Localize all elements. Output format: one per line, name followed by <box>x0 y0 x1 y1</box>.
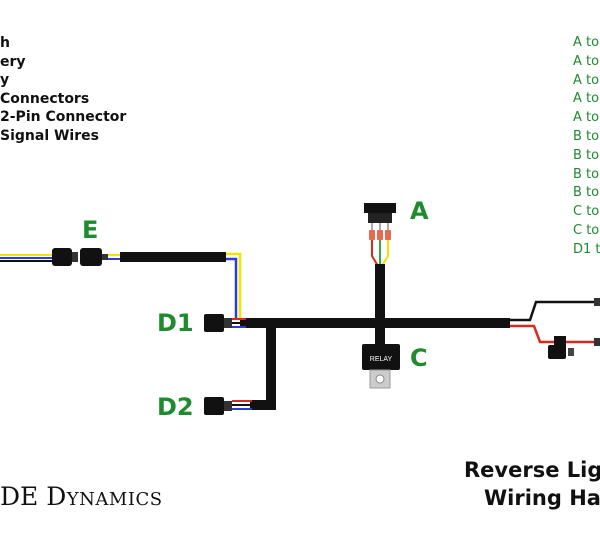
connection-item: A to <box>573 91 600 107</box>
connection-item: B to <box>573 147 600 163</box>
harness-switch-branch <box>375 264 385 364</box>
relay-c: RELAY <box>362 344 400 389</box>
title-line-1: Reverse Lig <box>464 458 600 482</box>
connector-d1 <box>204 314 246 332</box>
label-d2: D2 <box>157 393 194 421</box>
label-e: E <box>82 216 99 244</box>
connector-e <box>52 248 108 266</box>
input-wires <box>0 254 52 262</box>
fuse-holder <box>548 345 566 359</box>
relay-text: RELAY <box>370 356 393 363</box>
legend-line-4: Connectors <box>0 90 90 107</box>
switch-a <box>364 203 396 240</box>
legend-line-3: y <box>0 72 10 89</box>
legend-line-5: 2-Pin Connector <box>0 109 127 126</box>
harness-upper-branch <box>120 252 226 262</box>
connection-item: C to <box>573 222 600 238</box>
connector-d2 <box>204 397 252 415</box>
connection-item: B to <box>573 128 600 144</box>
title-line-2: Wiring Ha <box>484 486 600 510</box>
connection-item: D1 t <box>573 241 600 257</box>
legend-line-2: ery <box>0 53 26 70</box>
connection-item: A to <box>573 35 600 50</box>
label-c: C <box>410 344 428 372</box>
legend-line-1: h <box>0 35 10 51</box>
connection-list: A to A to A to A to A to B to B to B to … <box>573 34 600 260</box>
connection-item: A to <box>573 110 600 126</box>
battery-branch <box>510 298 600 359</box>
connection-item: C to <box>573 204 600 220</box>
connection-item: B to <box>573 166 600 182</box>
brand-first: DE <box>0 482 39 511</box>
legend-line-6: Signal Wires <box>0 127 99 144</box>
brand-logo: DE Dynamics <box>0 482 163 511</box>
connection-item: B to <box>573 185 600 201</box>
label-d1: D1 <box>157 309 194 337</box>
connection-item: A to <box>573 72 600 88</box>
legend: h ery y Connectors 2-Pin Connector Signa… <box>0 34 126 146</box>
brand-second: Dynamics <box>46 482 163 511</box>
harness-d2-branch <box>266 323 276 409</box>
connection-item: A to <box>573 53 600 69</box>
label-a: A <box>410 197 429 225</box>
